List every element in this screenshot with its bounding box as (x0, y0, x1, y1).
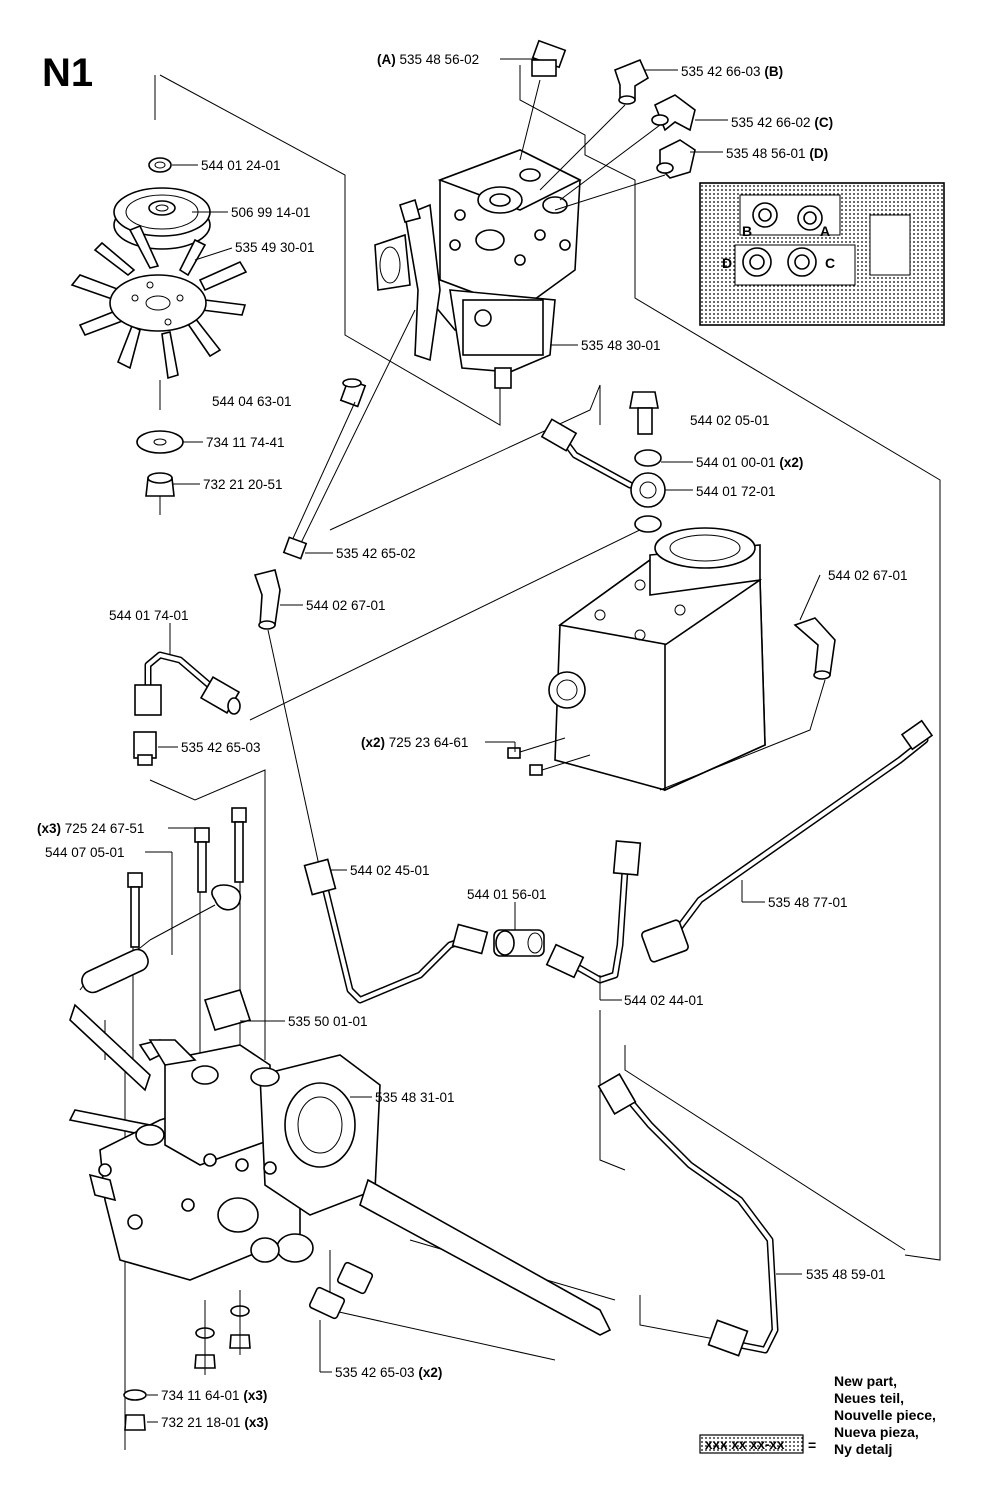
spring-544-07-05-01 (79, 904, 216, 994)
control-arm (374, 198, 441, 362)
legend-swatch-text: xxx xx xx-xx (705, 1437, 785, 1452)
fitting-535-42-65-02 (282, 536, 308, 560)
hose-535-48-77-01 (641, 719, 934, 963)
legend-line-3: Nouvelle piece, (834, 1407, 936, 1423)
clip-ring (211, 884, 241, 911)
page-title: N1 (42, 51, 93, 95)
part-label-544-02-44-01: 544 02 44-01 (624, 993, 704, 1008)
part-label-535-42-65-03: 535 42 65-03 (181, 740, 261, 755)
port-label-b: B (742, 223, 752, 239)
part-label-535-42-65-02: 535 42 65-02 (336, 546, 416, 561)
elbow-535-42-66-03 (614, 58, 650, 105)
elbow-544-02-67-01-left (253, 569, 281, 630)
bracket-535-50-01-01 (203, 989, 252, 1031)
elbow-535-42-66-02 (651, 94, 696, 132)
legend-equals: = (808, 1437, 816, 1453)
part-label-544-02-05-01: 544 02 05-01 (690, 413, 770, 428)
elbow-544-02-67-01-right (793, 617, 836, 680)
part-label-725-24-67-51: (x3) 725 24 67-51 (37, 821, 144, 836)
part-label-734-11-64-01: 734 11 64-01 (x3) (161, 1388, 267, 1403)
part-label-544-07-05-01: 544 07 05-01 (45, 845, 125, 860)
guide-line-c (559, 124, 661, 201)
pipe-544-02-45-01 (303, 858, 489, 1004)
part-label-535-48-31-01: 535 48 31-01 (375, 1090, 455, 1105)
part-label-535-42-66-03: 535 42 66-03 (B) (681, 64, 783, 79)
reservoir (548, 527, 766, 792)
small-washers-nuts (123, 1290, 251, 1431)
guide-line-f (299, 309, 416, 546)
port-label-c: C (825, 255, 835, 271)
seal-544-01-00-01-top (634, 449, 662, 467)
seal-544-01-00-01-bottom (634, 515, 662, 533)
pipe-544-02-44-01 (545, 840, 642, 984)
part-label-544-01-56-01: 544 01 56-01 (467, 887, 547, 902)
part-label-725-23-64-61: (x2) 725 23 64-61 (361, 735, 468, 750)
fan-535-49-30-01 (70, 224, 248, 380)
part-label-535-48-30-01: 535 48 30-01 (581, 338, 661, 353)
part-label-544-02-45-01: 544 02 45-01 (350, 863, 430, 878)
new-part-legend: xxx xx xx-xx = New part, Neues teil, Nou… (699, 1373, 936, 1457)
guide-line-g (659, 679, 826, 791)
part-labels: (A) 535 48 56-02 535 42 66-03 (B) 535 42… (37, 52, 908, 1430)
part-label-535-48-59-01: 535 48 59-01 (806, 1267, 886, 1282)
pipe-535-48-59-01 (597, 1073, 779, 1357)
transmission-535-48-31-01 (68, 807, 612, 1336)
control-rod (69, 1003, 151, 1092)
part-label-544-01-24-01: 544 01 24-01 (201, 158, 281, 173)
part-label-544-01-00-01: 544 01 00-01 (x2) (696, 455, 803, 470)
part-label-535-48-77-01: 535 48 77-01 (768, 895, 848, 910)
part-label-535-42-65-03-x2: 535 42 65-03 (x2) (335, 1365, 442, 1380)
axle-shaft (359, 1178, 612, 1336)
part-label-544-02-67-01-right: 544 02 67-01 (828, 568, 908, 583)
legend-line-5: Ny detalj (834, 1441, 892, 1457)
part-label-544-02-67-01-left: 544 02 67-01 (306, 598, 386, 613)
legend-line-2: Neues teil, (834, 1390, 904, 1406)
port-label-d: D (722, 255, 732, 271)
washer-544-01-24-01 (148, 157, 172, 173)
bolt-long-1 (127, 872, 143, 948)
banjo-544-01-72-01 (540, 418, 666, 508)
guide-line-e (289, 401, 356, 546)
bolt-544-02-05-01 (629, 391, 659, 435)
guide-line-d (554, 174, 666, 211)
bolt-long-3 (231, 807, 247, 883)
legend-swatch (699, 1434, 804, 1454)
bolt-long-2 (194, 827, 210, 893)
part-label-732-21-20-51: 732 21 20-51 (203, 477, 283, 492)
fitting-535-48-56-01 (656, 139, 696, 179)
port-label-a: A (820, 223, 830, 239)
fittings-535-42-65-03-x2 (308, 1261, 374, 1320)
port-detail-inset: B A D C (699, 182, 945, 326)
part-label-732-21-18-01: 732 21 18-01 (x3) (161, 1415, 268, 1430)
part-label-544-01-72-01: 544 01 72-01 (696, 484, 776, 499)
part-label-535-48-56-02: (A) 535 48 56-02 (377, 52, 479, 67)
guide-line-a (519, 79, 541, 161)
guide-line-h (267, 629, 321, 871)
pulley-fan-group (70, 157, 248, 497)
part-label-535-42-66-02: 535 42 66-02 (C) (731, 115, 833, 130)
nut-732-21-20-51 (145, 472, 175, 497)
pipe-544-01-74-01 (134, 651, 241, 716)
guide-line-b (539, 104, 626, 191)
connector-544-01-56-01 (493, 929, 545, 957)
fitting-544-04-63-01 (339, 378, 367, 408)
part-label-535-49-30-01: 535 49 30-01 (235, 240, 315, 255)
screws-725-23-64-61 (507, 737, 591, 776)
part-label-544-04-63-01: 544 04 63-01 (212, 394, 292, 409)
fitting-535-42-65-03 (133, 731, 157, 766)
washer-734-11-74-41 (136, 430, 184, 454)
hydraulic-pump-535-48-30-01 (374, 149, 582, 389)
part-label-544-01-74-01: 544 01 74-01 (109, 608, 189, 623)
leader-lines (145, 58, 821, 1423)
part-label-535-48-56-01: 535 48 56-01 (D) (726, 146, 828, 161)
part-label-506-99-14-01: 506 99 14-01 (231, 205, 311, 220)
part-label-535-50-01-01: 535 50 01-01 (288, 1014, 368, 1029)
part-label-734-11-74-41: 734 11 74-41 (206, 435, 285, 450)
legend-line-4: Nueva pieza, (834, 1424, 919, 1440)
fitting-535-48-56-02 (531, 39, 567, 77)
legend-line-1: New part, (834, 1373, 897, 1389)
